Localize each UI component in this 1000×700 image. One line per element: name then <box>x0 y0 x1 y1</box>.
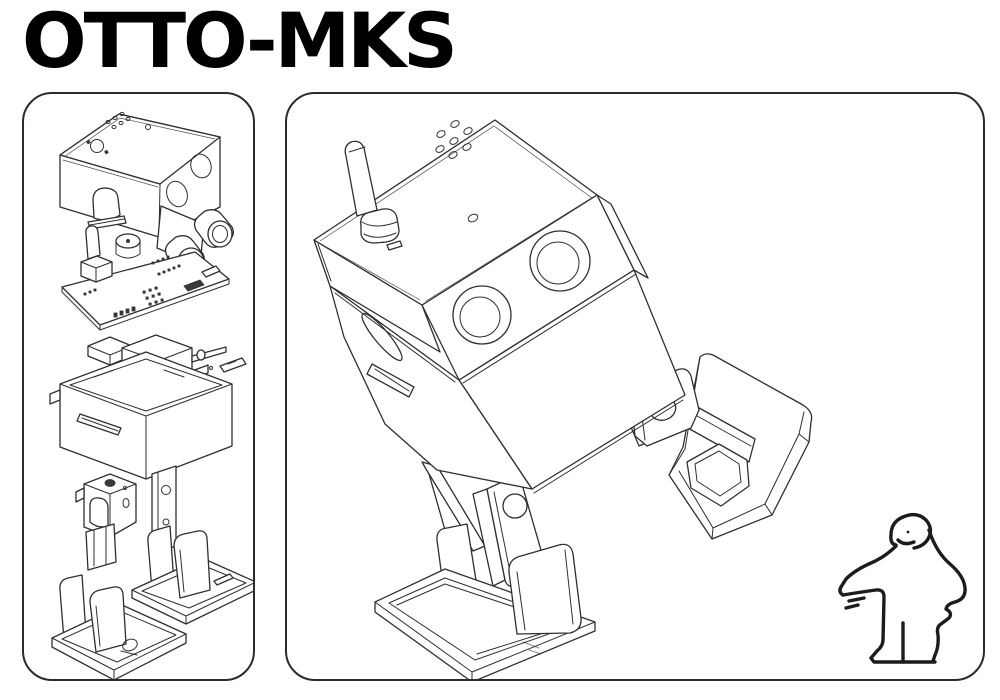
switch-lever <box>85 225 101 260</box>
exploded-view-panel <box>22 92 255 681</box>
page-title: OTTO-MKS <box>22 0 458 85</box>
foot-base <box>374 568 596 679</box>
body-box <box>49 351 247 480</box>
ikea-person-icon <box>838 512 967 664</box>
eye-icon <box>452 230 591 345</box>
vent-slot <box>366 363 415 398</box>
eye-hole <box>190 153 212 179</box>
speaker-holes-icon <box>435 120 473 159</box>
head-top-face <box>313 119 598 306</box>
mouth-cutout <box>92 187 121 221</box>
right-foot <box>131 525 253 625</box>
otto-exploded-parts-diagram <box>49 111 253 679</box>
standing-foot <box>374 523 596 679</box>
power-switch <box>344 140 403 251</box>
otto-logo-mark <box>120 638 138 656</box>
switch-hole <box>90 139 104 153</box>
eye-hole <box>166 180 188 208</box>
pin-headers <box>83 255 181 318</box>
leg-hole <box>502 493 528 519</box>
circuit-board <box>61 225 230 331</box>
otto-assembled-robot-diagram <box>313 119 967 679</box>
left-foot <box>51 574 187 679</box>
body-left-face <box>329 285 533 490</box>
speaker-holes-icon <box>105 111 131 130</box>
assembled-view-panel <box>285 92 985 681</box>
ankle-clamp <box>508 543 582 635</box>
head-shell <box>59 111 221 238</box>
head <box>313 119 649 384</box>
